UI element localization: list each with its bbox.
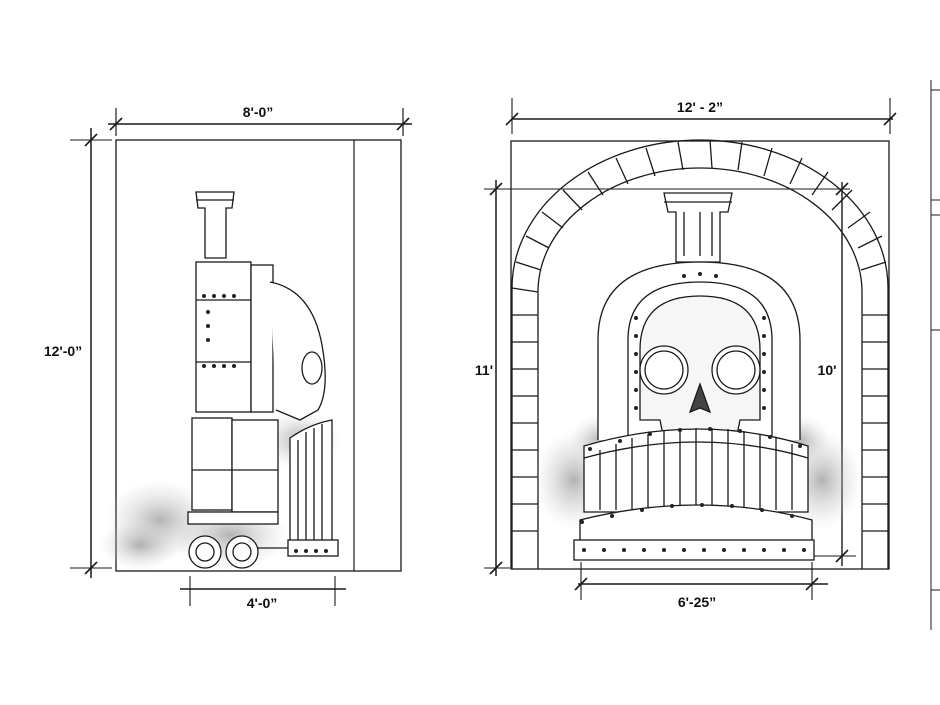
brick-arch [511, 139, 889, 569]
side-skull-profile [269, 281, 326, 421]
title-block-edge [930, 80, 940, 630]
side-wheel-front [225, 535, 259, 569]
side-wheel-rear [188, 535, 222, 569]
front-base-plate [573, 539, 815, 561]
side-front-bumper [287, 539, 339, 557]
front-skull [639, 295, 761, 441]
front-base-dimension: 6'-25” [574, 562, 828, 610]
side-height-label: 12'-0” [44, 343, 82, 359]
front-width-label: 12' - 2” [677, 99, 723, 115]
side-height-dimension: 12'-0” [44, 128, 112, 578]
front-rivets [580, 272, 806, 552]
front-skull-nose [688, 382, 712, 414]
side-frame [115, 139, 402, 572]
front-width-dimension: 12' - 2” [505, 98, 897, 134]
front-frame [510, 140, 890, 570]
side-width-label: 8'-0” [243, 104, 274, 120]
front-locomotive [573, 192, 815, 561]
side-cabin [195, 261, 252, 413]
side-tender [191, 417, 233, 511]
side-elevation: 8'-0” 12'-0” 4'-0” [44, 104, 412, 611]
front-left-height-dimension: 11' [475, 180, 850, 576]
side-width-dimension: 8'-0” [108, 104, 412, 136]
side-locomotive [187, 191, 339, 569]
side-rivets [202, 294, 328, 553]
front-right-height-label: 10' [818, 362, 837, 378]
front-base-label: 6'-25” [678, 594, 716, 610]
front-smokestack [663, 192, 733, 263]
side-smokestack [195, 191, 235, 259]
side-base-label: 4'-0” [247, 595, 278, 611]
side-grille [289, 419, 333, 546]
front-elevation: 12' - 2” 11' 10' 6'-25” [475, 98, 897, 610]
side-eye-porthole [301, 351, 323, 385]
front-left-height-label: 11' [475, 362, 493, 378]
side-base-dimension: 4'-0” [180, 576, 346, 611]
front-bumper [579, 504, 813, 543]
